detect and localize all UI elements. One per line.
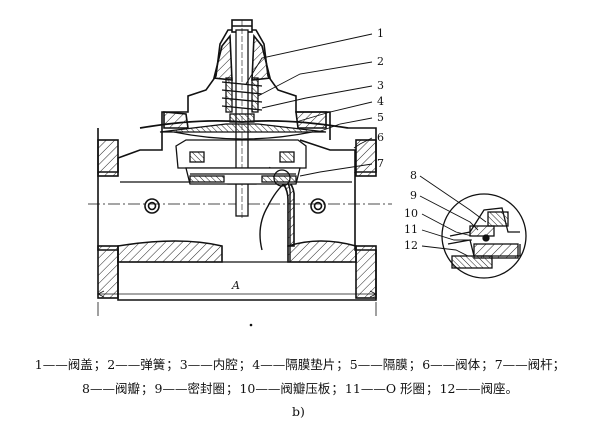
callout-7: 7 xyxy=(377,157,384,170)
legend-item: 1——阀盖 xyxy=(34,357,93,372)
callout-4: 4 xyxy=(377,95,384,108)
spring xyxy=(221,77,263,113)
figure-sub-label: b) xyxy=(292,404,305,419)
legend-item: 4——隔膜垫片 xyxy=(252,357,336,372)
legend-item: 12——阀座 xyxy=(439,381,506,396)
callout-2: 2 xyxy=(377,55,384,68)
callout-3: 3 xyxy=(377,79,384,92)
stray-dot xyxy=(249,323,253,327)
legend-item: 2——弹簧 xyxy=(107,357,166,372)
detail-view xyxy=(441,193,527,279)
callout-numbers: 1 2 3 4 5 6 7 8 9 10 11 12 xyxy=(377,27,418,252)
valve-body xyxy=(88,127,392,301)
legend-item: 8——阀瓣 xyxy=(82,381,140,396)
callout-6: 6 xyxy=(377,131,384,144)
callout-9: 9 xyxy=(410,189,417,202)
legend-item: 6——阀体 xyxy=(422,357,481,372)
valve-cross-section-drawing: A 1 2 3 4 5 6 7 8 9 10 11 12 xyxy=(88,19,527,327)
section-mark-a: A xyxy=(231,279,240,292)
dimension-line xyxy=(97,290,377,316)
callout-12: 12 xyxy=(404,239,418,252)
legend-item: 10——阀瓣压板 xyxy=(239,381,331,396)
diaphragm-assembly xyxy=(139,119,349,187)
legend-line-2: 8——阀瓣；9——密封圈；10——阀瓣压板；11——O 形圈；12——阀座。 xyxy=(82,381,518,396)
legend-item: 3——内腔 xyxy=(179,357,238,372)
legend-line-1: 1——阀盖；2——弹簧；3——内腔；4——隔膜垫片；5——隔膜；6——阀体；7—… xyxy=(34,357,566,372)
callout-10: 10 xyxy=(404,207,418,220)
callout-8: 8 xyxy=(410,169,417,182)
callout-11: 11 xyxy=(404,223,418,236)
legend-item: 9——密封圈 xyxy=(154,381,225,396)
legend-item: 11——O 形圈 xyxy=(344,381,426,396)
callout-1: 1 xyxy=(377,27,384,40)
legend-item: 7——阀杆 xyxy=(494,357,553,372)
callout-5: 5 xyxy=(377,111,384,124)
leader-lines xyxy=(245,33,487,257)
legend-item: 5——隔膜 xyxy=(349,357,408,372)
